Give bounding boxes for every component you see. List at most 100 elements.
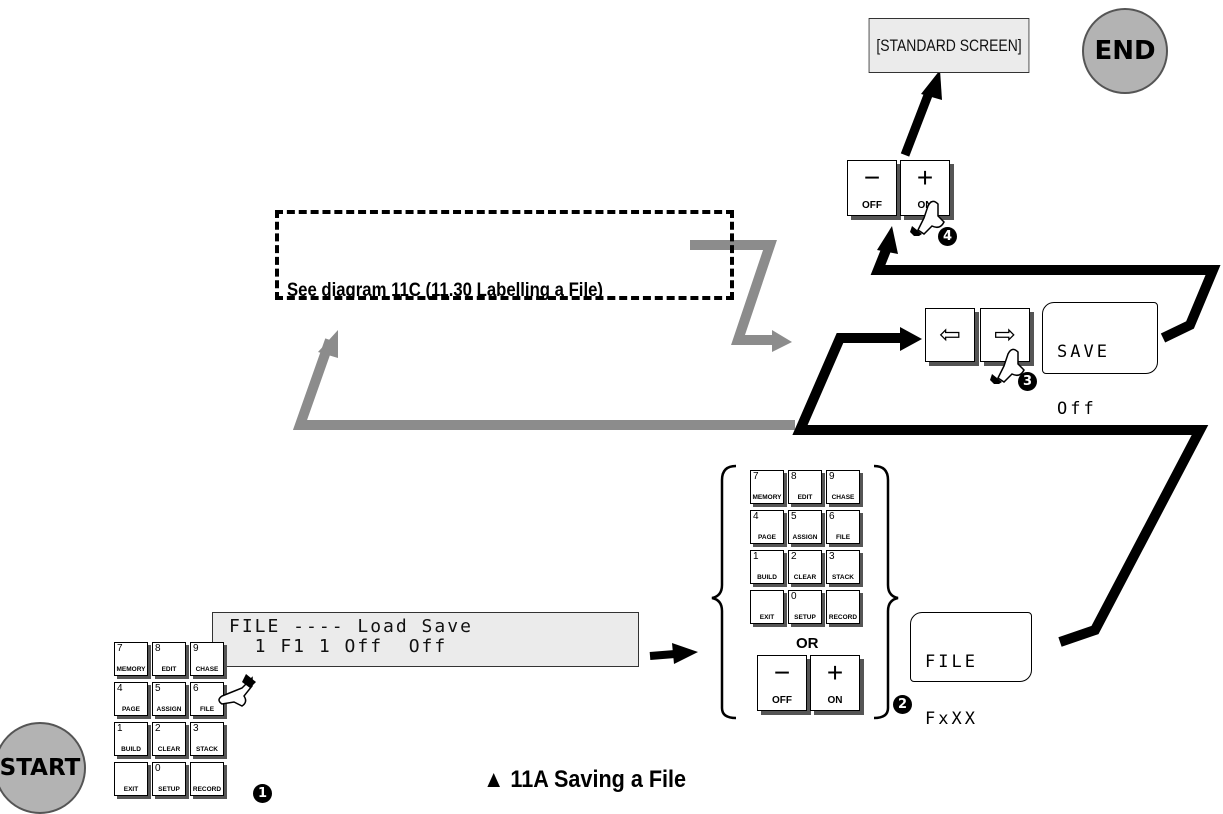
black-arrowhead-to-arrows (900, 327, 922, 351)
key-label: SETUP (158, 786, 180, 793)
key-label: EXIT (123, 786, 139, 793)
file-line-1: FILE (925, 652, 978, 672)
lcd-line-2: 1 F1 1 Off Off (229, 636, 448, 657)
key-number: 8 (791, 471, 797, 482)
key-number: 1 (117, 723, 123, 734)
step-badge-3: 3 (1018, 372, 1037, 391)
gray-return-path (292, 338, 795, 430)
key-number: 9 (193, 643, 199, 654)
file-line-2: FxXX (925, 709, 978, 729)
labelling-reference-box (275, 210, 734, 300)
end-terminal: END (1082, 8, 1168, 94)
standard-screen-box: [STANDARD SCREEN] (868, 18, 1030, 73)
save-line-2: Off (1057, 399, 1097, 419)
file-lcd-display: FILE ---- Load Save 1 F1 1 Off Off (212, 612, 639, 667)
key-number: 0 (791, 591, 797, 602)
black-arrowhead-to-screen (921, 70, 942, 100)
save-status-display: SAVE Off (1042, 302, 1158, 419)
key-record[interactable]: RECORD (826, 590, 860, 624)
key-label: CHASE (831, 494, 855, 501)
plus-icon: + (826, 657, 844, 688)
save-line-1: SAVE (1057, 342, 1110, 362)
black-save-path (870, 243, 1221, 343)
key-label: FILE (835, 534, 851, 541)
key-number: 9 (829, 471, 835, 482)
key-label: ASSIGN (156, 706, 182, 713)
key-label: PAGE (122, 706, 140, 713)
key-label: STACK (832, 574, 854, 581)
pointing-hand-icon (990, 348, 1025, 384)
key-number: 3 (193, 723, 199, 734)
key-exit[interactable]: EXIT (114, 762, 148, 796)
on-key[interactable]: + ON (810, 655, 860, 711)
black-arrowhead-to-keys (877, 226, 898, 254)
black-main-path (792, 333, 1209, 647)
key-label: EDIT (161, 666, 177, 673)
key-label: PAGE (758, 534, 776, 541)
key-record[interactable]: RECORD (190, 762, 224, 796)
key-label: MEMORY (752, 494, 782, 501)
gray-arrowhead-right (772, 330, 792, 352)
key-number: 8 (155, 643, 161, 654)
key-number: 3 (829, 551, 835, 562)
step-badge-4: 4 (938, 227, 957, 246)
key-number: 7 (753, 471, 759, 482)
on-key-step-4[interactable]: +ON (900, 160, 950, 216)
key-label: MEMORY (116, 666, 146, 673)
key-label: CHASE (195, 666, 219, 673)
left-arrow-key[interactable]: ⇦ (925, 308, 975, 362)
key-label: EXIT (759, 614, 775, 621)
see-diagram-note: See diagram 11C (11.30 Labelling a File) (287, 280, 603, 301)
key-exit[interactable]: EXIT (750, 590, 784, 624)
key-label: EDIT (797, 494, 813, 501)
key-number: 2 (791, 551, 797, 562)
key-number: 0 (155, 763, 161, 774)
pointing-hand-icon (910, 200, 945, 236)
black-exit-path (900, 88, 935, 157)
key-label: SETUP (794, 614, 816, 621)
key-label: CLEAR (793, 574, 817, 581)
key-label: BUILD (757, 574, 777, 581)
lcd-line-1: FILE ---- Load Save (229, 616, 473, 637)
figure-caption: ▲ 11A Saving a File (483, 766, 687, 793)
key-label: CLEAR (157, 746, 181, 753)
on-key-label: ON (827, 695, 843, 706)
key-number: 4 (117, 683, 123, 694)
off-key-step-4[interactable]: − OFF (847, 160, 897, 216)
key-number: 1 (753, 551, 759, 562)
step-badge-1: 1 (253, 784, 272, 803)
key-number: 7 (117, 643, 123, 654)
key-label: BUILD (121, 746, 141, 753)
off-key-label: OFF (862, 200, 882, 211)
on-key-label: ON (917, 200, 933, 211)
black-lcd-path (649, 650, 676, 660)
off-key[interactable]: −OFF (757, 655, 807, 711)
black-arrowhead-to-keypad (672, 643, 698, 664)
key-number: 6 (829, 511, 835, 522)
key-label: STACK (196, 746, 218, 753)
minus-icon: − (863, 162, 881, 193)
key-label: RECORD (828, 614, 858, 621)
